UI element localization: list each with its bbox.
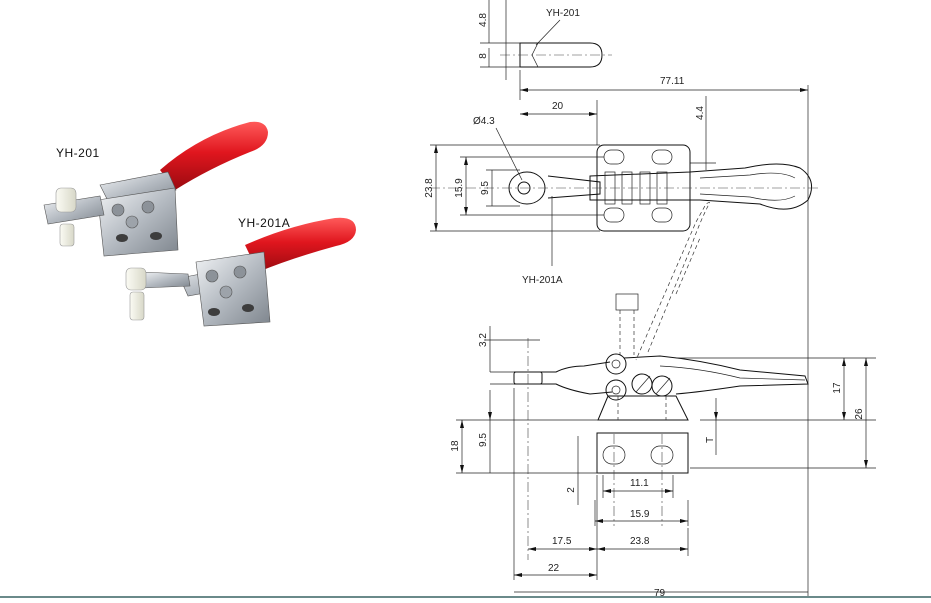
top-label-yh201a: YH-201A [522, 275, 563, 286]
side-dim-15-9: 15.9 [630, 509, 650, 520]
handle-open-position [635, 202, 710, 361]
handle-top-outline [589, 163, 813, 210]
top-view-drawing: 4.8 8 YH-201 77.11 20 4.4 [424, 0, 818, 598]
side-dim-23-8: 23.8 [630, 536, 650, 547]
top-label-yh201: YH-201 [546, 8, 580, 19]
clamp-yh201-photo [43, 121, 268, 257]
side-dim-18: 18 [450, 440, 461, 452]
side-dim-17-5: 17.5 [552, 536, 572, 547]
base-side [597, 395, 689, 421]
side-dim-T: T [705, 437, 716, 443]
clamp-yh201a-photo [125, 217, 356, 327]
side-dim-2: 2 [566, 487, 577, 493]
product-photo: YH-201 YH-201A [43, 121, 356, 327]
handle-closed [623, 355, 809, 395]
pivot-1 [605, 353, 627, 375]
dim-23-8: 23.8 [424, 178, 435, 198]
dim-77-11: 77.11 [660, 76, 685, 87]
side-view-drawing: 3.2 18 9.5 17 26 T 2 [450, 202, 876, 599]
side-dim-3-2: 3.2 [478, 333, 489, 347]
dim-9-5: 9.5 [480, 181, 491, 195]
photo-label-yh201a: YH-201A [238, 216, 290, 230]
dim-20: 20 [552, 101, 564, 112]
dim-4-4: 4.4 [695, 106, 706, 120]
yh201-tip-detail: 4.8 8 YH-201 [478, 0, 612, 80]
side-dim-22: 22 [548, 563, 560, 574]
pivot-2 [605, 379, 627, 401]
side-dim-11-1: 11.1 [630, 478, 649, 489]
dim-8: 8 [478, 53, 489, 59]
dim-dia-4-3: Ø4.3 [473, 116, 495, 127]
dim-4-8: 4.8 [478, 13, 489, 27]
dim-15-9: 15.9 [454, 178, 465, 198]
side-dim-79: 79 [654, 588, 666, 599]
side-dim-17: 17 [832, 382, 843, 394]
side-dim-9-5: 9.5 [478, 433, 489, 447]
base-plate-front [596, 432, 689, 474]
side-dim-26: 26 [854, 408, 865, 420]
bottom-border-rule [0, 596, 931, 598]
photo-label-yh201: YH-201 [56, 146, 100, 160]
